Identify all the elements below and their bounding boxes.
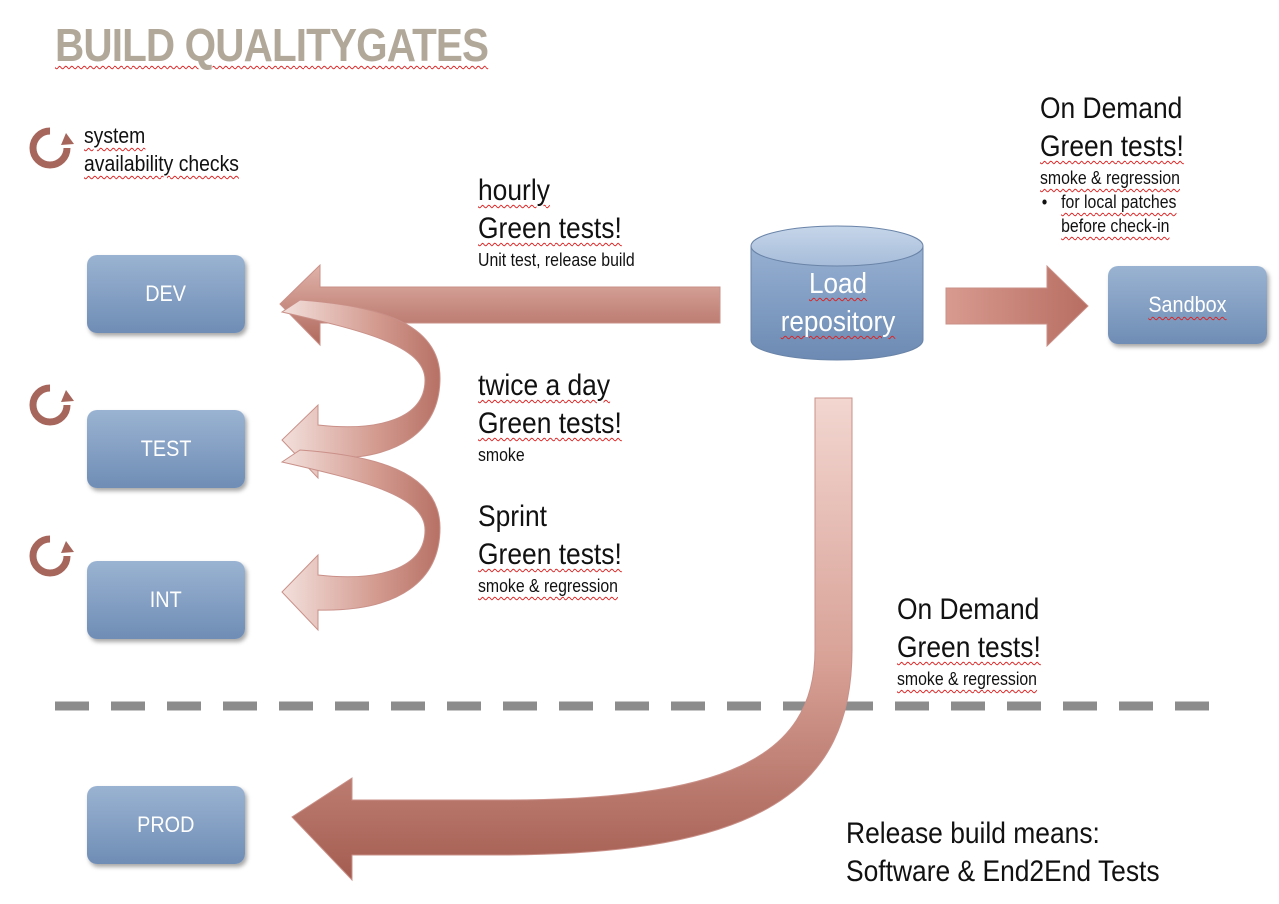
- bullet-icon: •: [1041, 192, 1048, 212]
- env-prod: PROD: [87, 786, 245, 864]
- repository-label-line-1: Load: [808, 268, 868, 300]
- legend-label: system availability checks: [84, 122, 239, 178]
- gate-on-demand-sandbox: On Demand Green tests! smoke & regressio…: [1040, 92, 1184, 236]
- sandbox-bullet: • for local patches before check-in: [1041, 192, 1177, 236]
- release-note-line-2: Software & End2End Tests: [846, 855, 1160, 888]
- gate-hourly: hourly Green tests! Unit test, release b…: [478, 174, 635, 270]
- release-note: Release build means: Software & End2End …: [846, 815, 1160, 891]
- env-int: INT: [87, 561, 245, 639]
- release-arrow: [291, 397, 853, 882]
- repository-label: Load repository: [752, 265, 924, 341]
- gate-twice-a-day: twice a day Green tests! smoke: [478, 369, 622, 465]
- sandbox-arrow: [945, 264, 1089, 348]
- int-cycle-icon: [29, 535, 74, 577]
- legend-cycle-icon: [29, 127, 74, 169]
- env-test: TEST: [87, 410, 245, 488]
- gate-sprint: Sprint Green tests! smoke & regression: [478, 500, 622, 596]
- env-dev: DEV: [87, 255, 245, 333]
- env-sandbox: Sandbox: [1108, 266, 1267, 344]
- repository-label-line-2: repository: [780, 306, 896, 338]
- legend-line-2: availability checks: [84, 151, 239, 176]
- release-note-line-1: Release build means:: [846, 817, 1100, 850]
- sprint-arrow: [280, 449, 441, 632]
- hourly-arrow: [279, 263, 721, 347]
- test-cycle-icon: [29, 384, 74, 426]
- gate-on-demand-release: On Demand Green tests! smoke & regressio…: [897, 593, 1041, 689]
- repository-cylinder: [750, 225, 924, 361]
- page-title: BUILD QUALITYGATES: [55, 19, 489, 71]
- legend-line-1: system: [84, 123, 146, 148]
